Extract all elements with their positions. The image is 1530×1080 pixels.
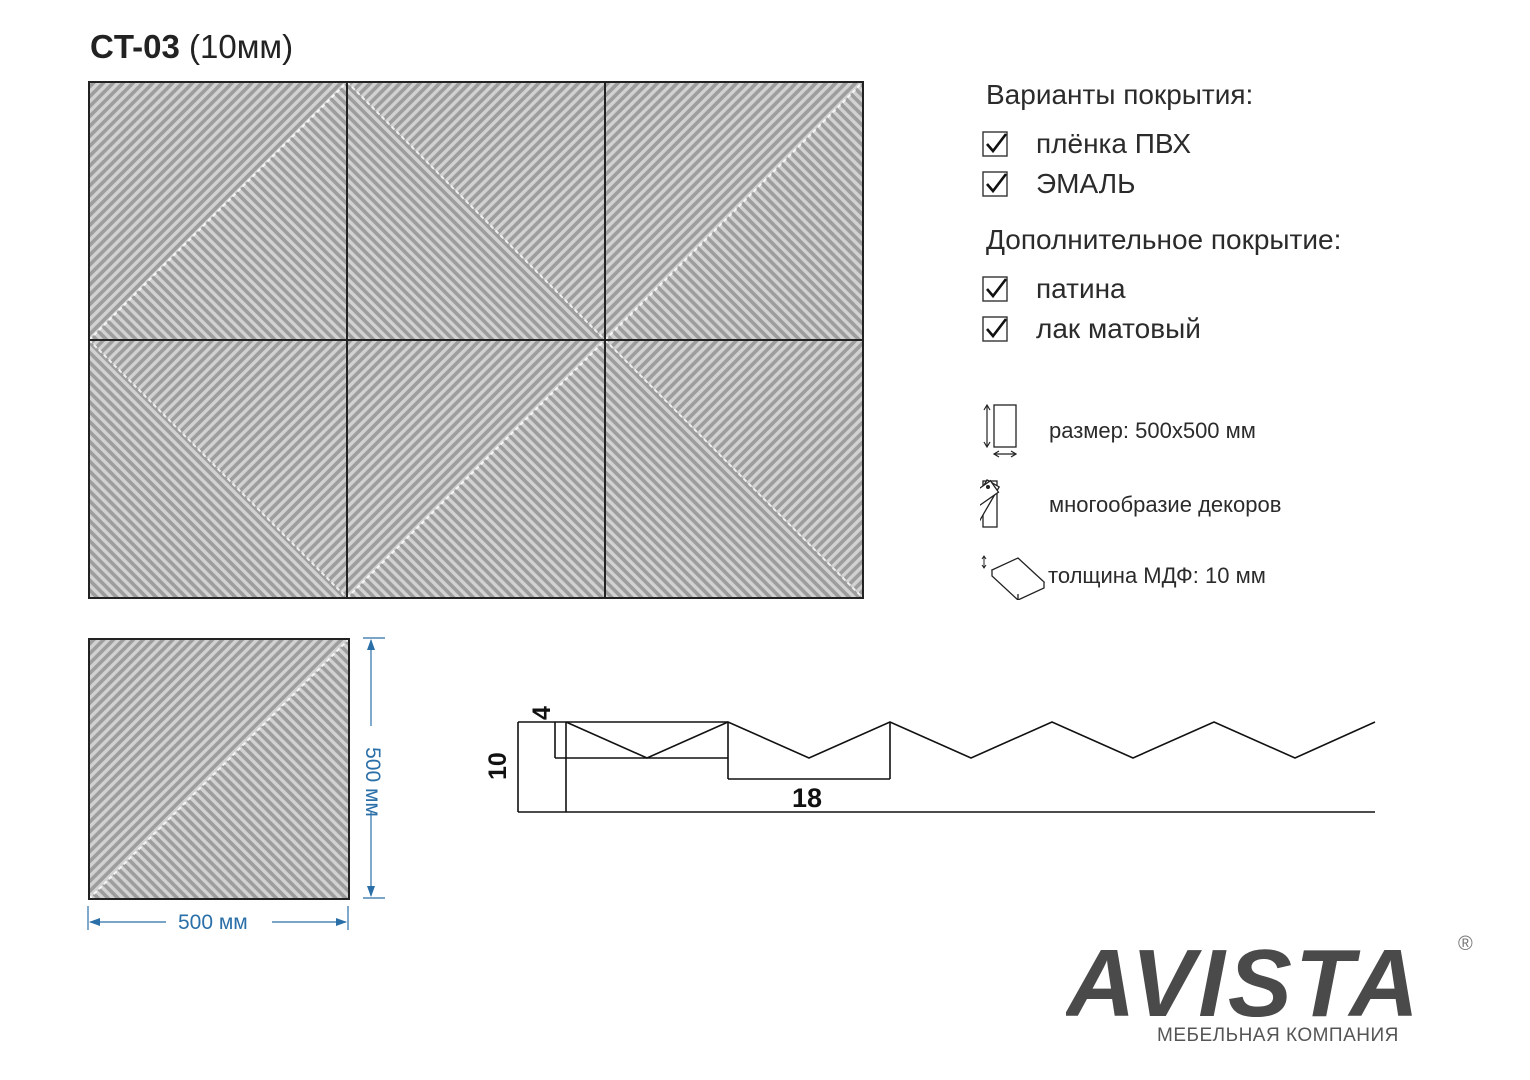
panel-height-label: 500 мм (361, 747, 384, 817)
additional-option-patina[interactable]: патина (982, 269, 1201, 309)
single-panel-drawing (88, 638, 350, 900)
additional-option-label: патина (1036, 273, 1126, 304)
coating-heading: Варианты покрытия: (986, 79, 1254, 110)
panel-diagonal-seam (604, 339, 864, 599)
pitch-label: 18 (792, 783, 823, 813)
panel-cell-border (604, 339, 864, 599)
width-dimension-line (87, 906, 349, 930)
panel-diagonal-seam (88, 81, 348, 341)
mdf-board-icon (981, 555, 1046, 600)
groove-depth-label: 4 (528, 706, 556, 720)
checkbox-checked-icon[interactable] (982, 316, 1008, 342)
coating-option-pvc[interactable]: плёнка ПВХ (982, 124, 1191, 164)
coating-options: плёнка ПВХ ЭМАЛЬ (982, 124, 1191, 204)
spec-decors-label: многообразие декоров (1049, 492, 1282, 517)
avista-logo: AVISTA ® (1066, 930, 1473, 1025)
brand-logo-text: AVISTA (1066, 930, 1422, 1025)
panel-diagonal-seam (604, 81, 864, 341)
profile-cross-section (517, 721, 1376, 813)
panel-width-label: 500 мм (178, 911, 248, 934)
panel-diagonal-seam (346, 339, 606, 599)
registered-mark: ® (1458, 933, 1473, 955)
spec-size-label: размер: 500х500 мм (1049, 418, 1256, 443)
product-thickness: (10мм) (189, 28, 294, 65)
checkbox-checked-icon[interactable] (982, 131, 1008, 157)
product-code: CT-03 (90, 28, 180, 65)
additional-coating-heading: Дополнительное покрытие: (986, 224, 1342, 255)
height-dimension-line (363, 637, 385, 899)
size-icon (983, 403, 1018, 458)
spec-thickness-label: толщина МДФ: 10 мм (1048, 563, 1266, 588)
spec-decors: многообразие декоров (980, 478, 1281, 532)
checkbox-checked-icon[interactable] (982, 171, 1008, 197)
spec-size: размер: 500х500 мм (980, 402, 1256, 460)
panel-layout-drawing (88, 81, 864, 599)
brand-tagline: МЕБЕЛЬНАЯ КОМПАНИЯ (1157, 1025, 1399, 1046)
checkbox-checked-icon[interactable] (982, 276, 1008, 302)
additional-option-label: лак матовый (1036, 313, 1201, 344)
coating-option-label: ЭМАЛЬ (1036, 168, 1136, 199)
panel-diagonal-seam (88, 339, 348, 599)
additional-option-matte-lacquer[interactable]: лак матовый (982, 309, 1201, 349)
color-swatch-fan-icon (980, 479, 1001, 528)
coating-option-enamel[interactable]: ЭМАЛЬ (982, 164, 1191, 204)
additional-options: патина лак матовый (982, 269, 1201, 349)
coating-option-label: плёнка ПВХ (1036, 128, 1191, 159)
panel-diagonal-seam (346, 81, 606, 341)
spec-thickness: толщина МДФ: 10 мм (978, 552, 1266, 600)
total-depth-label: 10 (484, 752, 512, 780)
product-title: CT-03 (10мм) (90, 28, 293, 66)
